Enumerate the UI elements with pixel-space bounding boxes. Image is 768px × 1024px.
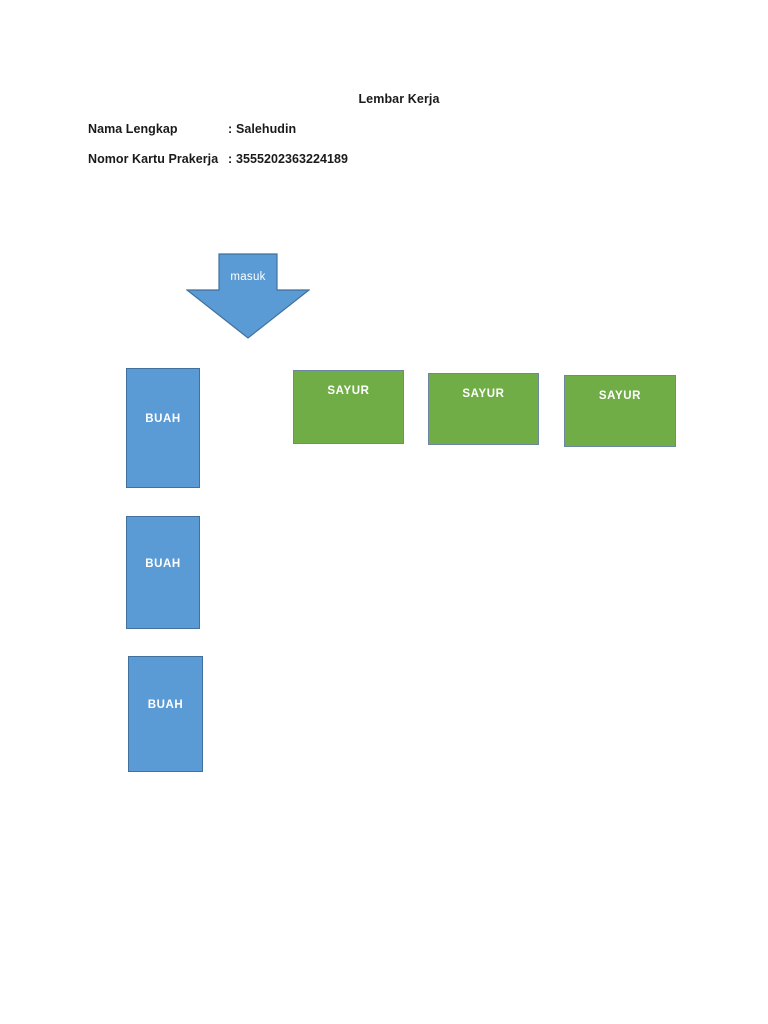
down-arrow-shape: masuk [186, 253, 310, 339]
sayur-box-1-label: SAYUR [327, 385, 370, 397]
arrow-down-icon [186, 253, 310, 339]
field-row-nomor-kartu-prakerja: Nomor Kartu Prakerja:3555202363224189 [88, 152, 348, 166]
buah-box-2: BUAH [126, 516, 200, 629]
field-separator-nama-lengkap: : [228, 122, 233, 136]
sayur-box-2: SAYUR [428, 373, 539, 445]
field-label-nama-lengkap: Nama Lengkap [88, 122, 178, 136]
field-value-nama-lengkap: Salehudin [236, 122, 297, 136]
buah-box-3: BUAH [128, 656, 203, 772]
buah-box-3-label: BUAH [147, 699, 184, 711]
sayur-box-3-label: SAYUR [598, 390, 642, 402]
field-row-nama-lengkap: Nama Lengkap:Salehudin [88, 122, 296, 136]
sayur-box-1: SAYUR [293, 370, 404, 444]
buah-box-1: BUAH [126, 368, 200, 488]
field-label-nomor-kartu-prakerja: Nomor Kartu Prakerja [88, 152, 219, 166]
buah-box-1-label: BUAH [145, 413, 181, 425]
page-title: Lembar Kerja [358, 92, 440, 106]
sayur-box-3: SAYUR [564, 375, 676, 447]
buah-box-2-label: BUAH [145, 557, 181, 570]
sayur-box-2-label: SAYUR [462, 388, 505, 400]
field-value-nomor-kartu-prakerja: 3555202363224189 [236, 152, 349, 166]
field-separator-nomor-kartu-prakerja: : [228, 152, 233, 166]
